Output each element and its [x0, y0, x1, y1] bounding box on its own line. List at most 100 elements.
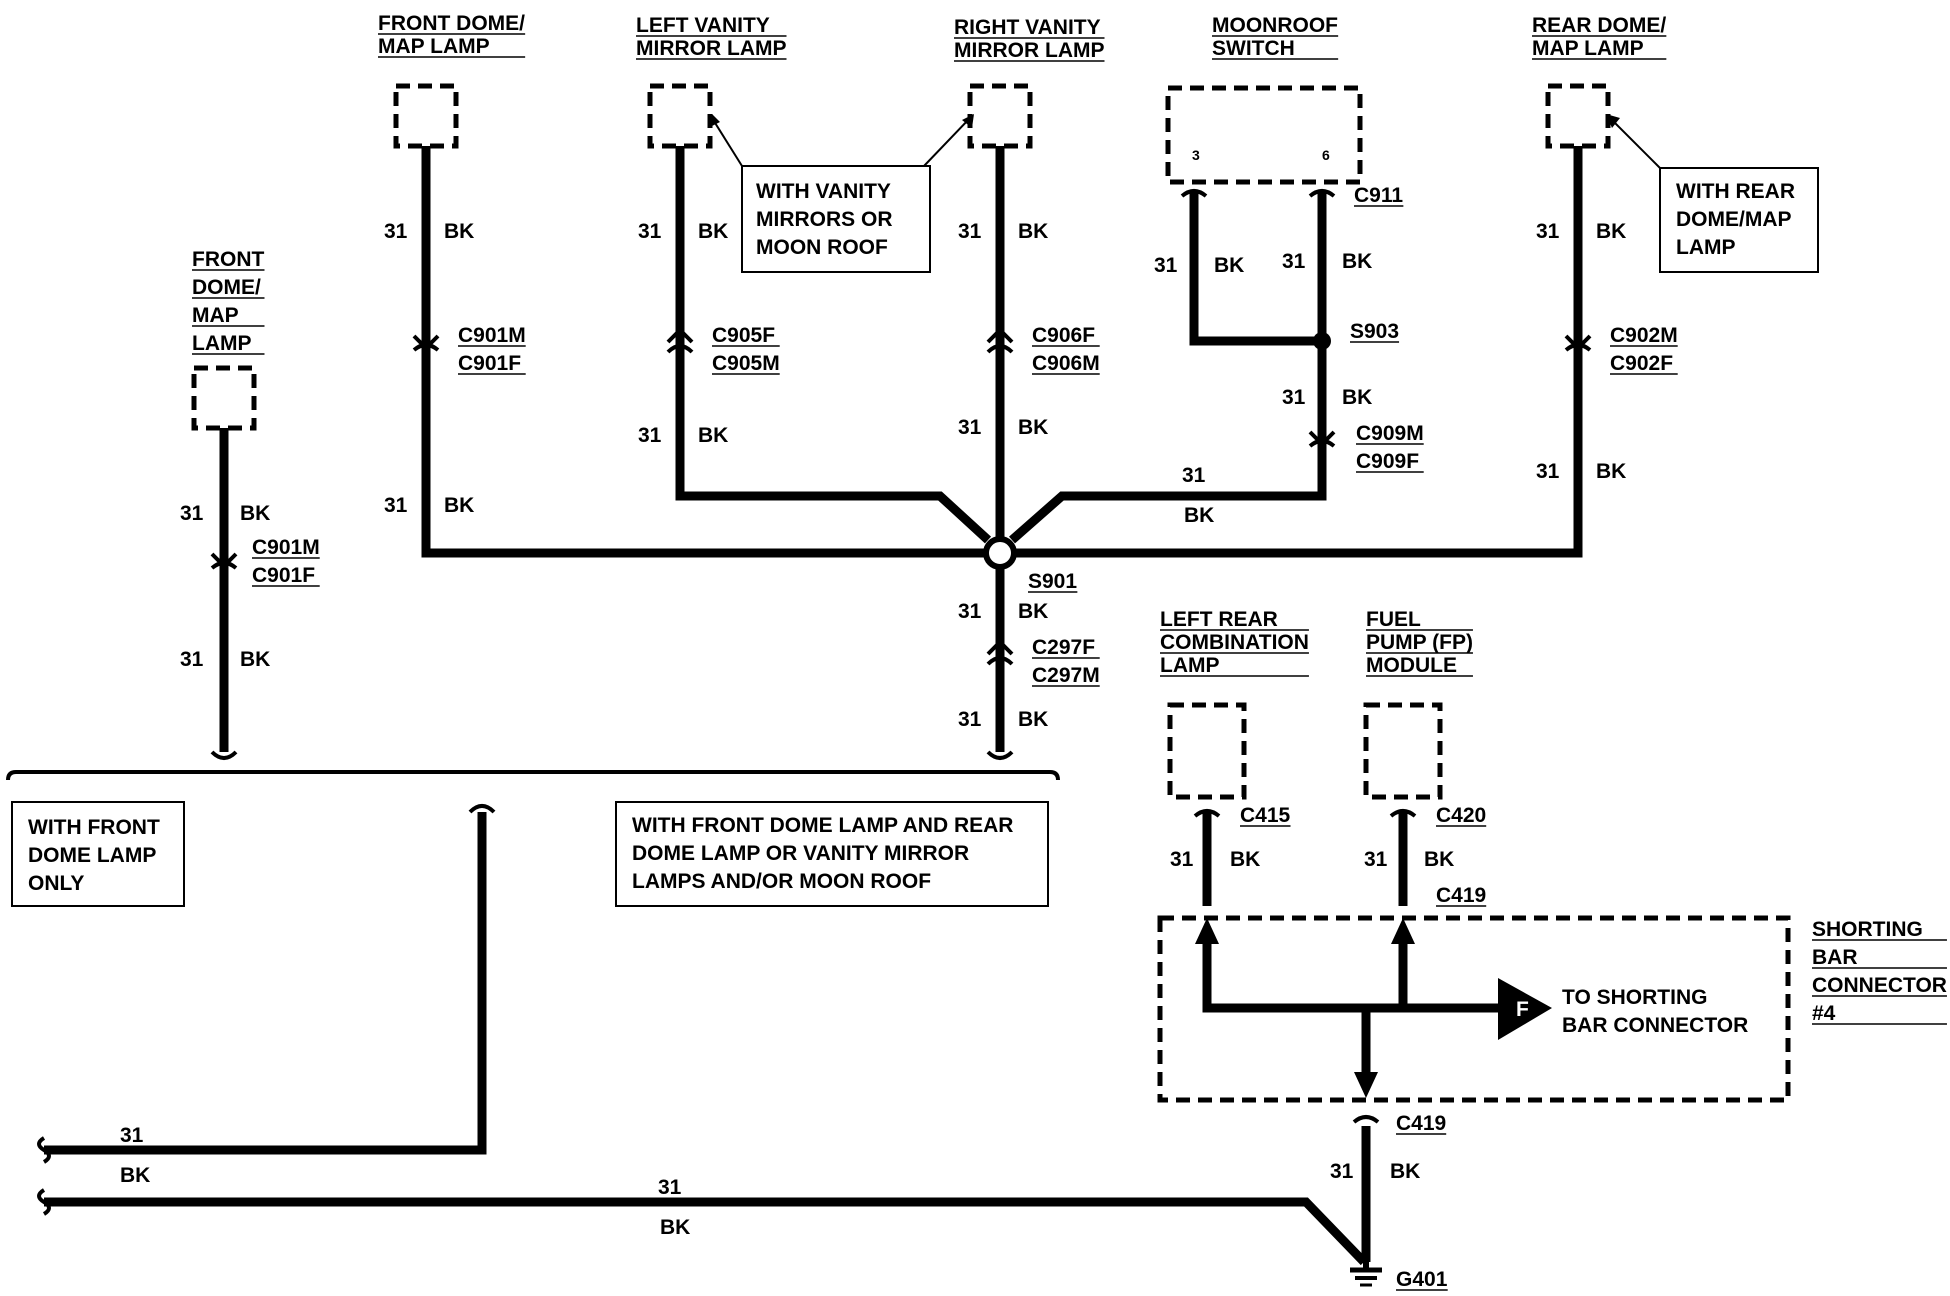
tag-right-vanity-2-circuit: 31: [958, 416, 982, 439]
tag-right-vanity-1-circuit: 31: [958, 220, 982, 243]
ground-icon: [1350, 1262, 1382, 1287]
tag-front-left-2-color: BK: [240, 648, 270, 671]
leader-arrow-vanity-right: [962, 114, 974, 128]
tag-moonroof-6-color: BK: [1342, 250, 1372, 273]
leader-vanity-left: [711, 117, 743, 167]
left-rear-combination-lamp-box: [1167, 702, 1247, 800]
moonroof-pin-6: 6: [1322, 147, 1330, 163]
wire-start-lower: [468, 804, 496, 814]
tag-left-vanity-1-circuit: 31: [638, 220, 662, 243]
s903-label: S903: [1350, 320, 1399, 343]
moonroof-switch-box: [1165, 85, 1363, 185]
c906-mark: [986, 327, 1014, 354]
tag-front-left-1-circuit: 31: [180, 502, 204, 525]
wire-end-s901: [986, 750, 1014, 760]
rear-dome-title: REAR DOME/MAP LAMP: [1532, 14, 1666, 60]
tag-front-left-1-color: BK: [240, 502, 270, 525]
tag-front-left-2-circuit: 31: [180, 648, 204, 671]
c419-bottom-mark: [1352, 1115, 1380, 1124]
c911-mark-left: [1180, 189, 1208, 198]
leader-rear-dome: [1609, 117, 1661, 169]
tag-front-dome-top-1-circuit: 31: [384, 220, 408, 243]
tag-lower-1-color: BK: [120, 1164, 150, 1187]
tag-left-rear-combo-color: BK: [1230, 848, 1260, 871]
g401-label: G401: [1396, 1268, 1448, 1291]
note-rear-dome-box: [1659, 167, 1819, 273]
tag-rear-dome-2-circuit: 31: [1536, 460, 1560, 483]
arrow-down-c419: [1354, 1072, 1378, 1098]
c902-mark: [1564, 334, 1592, 352]
tag-rear-dome-1-circuit: 31: [1536, 220, 1560, 243]
c420-mark: [1389, 809, 1417, 818]
tag-left-vanity-1-color: BK: [698, 220, 728, 243]
tag-s901-down-1-color: BK: [1018, 600, 1048, 623]
shorting-bar-connector-box: [1157, 915, 1791, 1103]
right-vanity-lamp-box: [967, 83, 1033, 149]
c415-mark: [1193, 809, 1221, 818]
c415-label: C415: [1240, 804, 1291, 827]
c419-bottom-label: C419: [1396, 1112, 1446, 1135]
splice-s903: [1313, 332, 1331, 350]
leader-arrow-vanity-left: [708, 114, 720, 128]
leader-arrow-rear-dome: [1606, 114, 1620, 128]
tag-rear-dome-2-color: BK: [1596, 460, 1626, 483]
tag-moonroof-lower-circuit: 31: [1182, 464, 1206, 487]
tag-rear-dome-1-color: BK: [1596, 220, 1626, 243]
tag-front-dome-top-2-circuit: 31: [384, 494, 408, 517]
wire-end-left-2: [37, 1188, 51, 1216]
tag-front-dome-top-1-color: BK: [444, 220, 474, 243]
wire-left-vanity-to-s901: [675, 146, 992, 544]
tag-moonroof-6-circuit: 31: [1282, 250, 1306, 273]
leader-vanity-right: [923, 117, 971, 167]
wire-moonroof-pin3: [1189, 190, 1322, 346]
note-vanity-box: [741, 165, 931, 273]
tag-moonroof-3-circuit: 31: [1154, 254, 1178, 277]
c911-mark-right: [1308, 189, 1336, 198]
arrow-up-c420: [1391, 918, 1415, 944]
tag-s901-down-2-circuit: 31: [958, 708, 982, 731]
tag-left-vanity-2-circuit: 31: [638, 424, 662, 447]
tag-c419-ground-circuit: 31: [1330, 1160, 1354, 1183]
tag-lower-2-circuit: 31: [658, 1176, 682, 1199]
left-vanity-lamp-box: [647, 83, 713, 149]
tag-moonroof-6b-color: BK: [1342, 386, 1372, 409]
tag-right-vanity-1-color: BK: [1018, 220, 1048, 243]
tag-front-dome-top-2-color: BK: [444, 494, 474, 517]
splice-s901: [983, 536, 1017, 570]
c419-top-label: C419: [1436, 884, 1486, 907]
rear-dome-lamp-box: [1545, 83, 1611, 149]
note-front-only-box: [11, 801, 185, 907]
wire-front-dome-to-s901: [421, 146, 1000, 558]
arrow-up-c415: [1195, 918, 1219, 944]
c420-label: C420: [1436, 804, 1486, 827]
wire-shorting-bar-internal: [1202, 936, 1408, 1013]
wire-end-front-left: [210, 750, 238, 760]
moonroof-pin-3: 3: [1192, 147, 1200, 163]
c905-mark: [666, 327, 694, 354]
tag-c419-ground-color: BK: [1390, 1160, 1420, 1183]
fuel-pump-module-box: [1363, 702, 1443, 800]
wire-rear-dome-to-s901: [1000, 146, 1583, 558]
shorting-bar-ref-letter: F: [1516, 998, 1529, 1021]
tag-fuel-pump-color: BK: [1424, 848, 1454, 871]
tag-moonroof-3-color: BK: [1214, 254, 1244, 277]
tag-lower-1-circuit: 31: [120, 1124, 144, 1147]
